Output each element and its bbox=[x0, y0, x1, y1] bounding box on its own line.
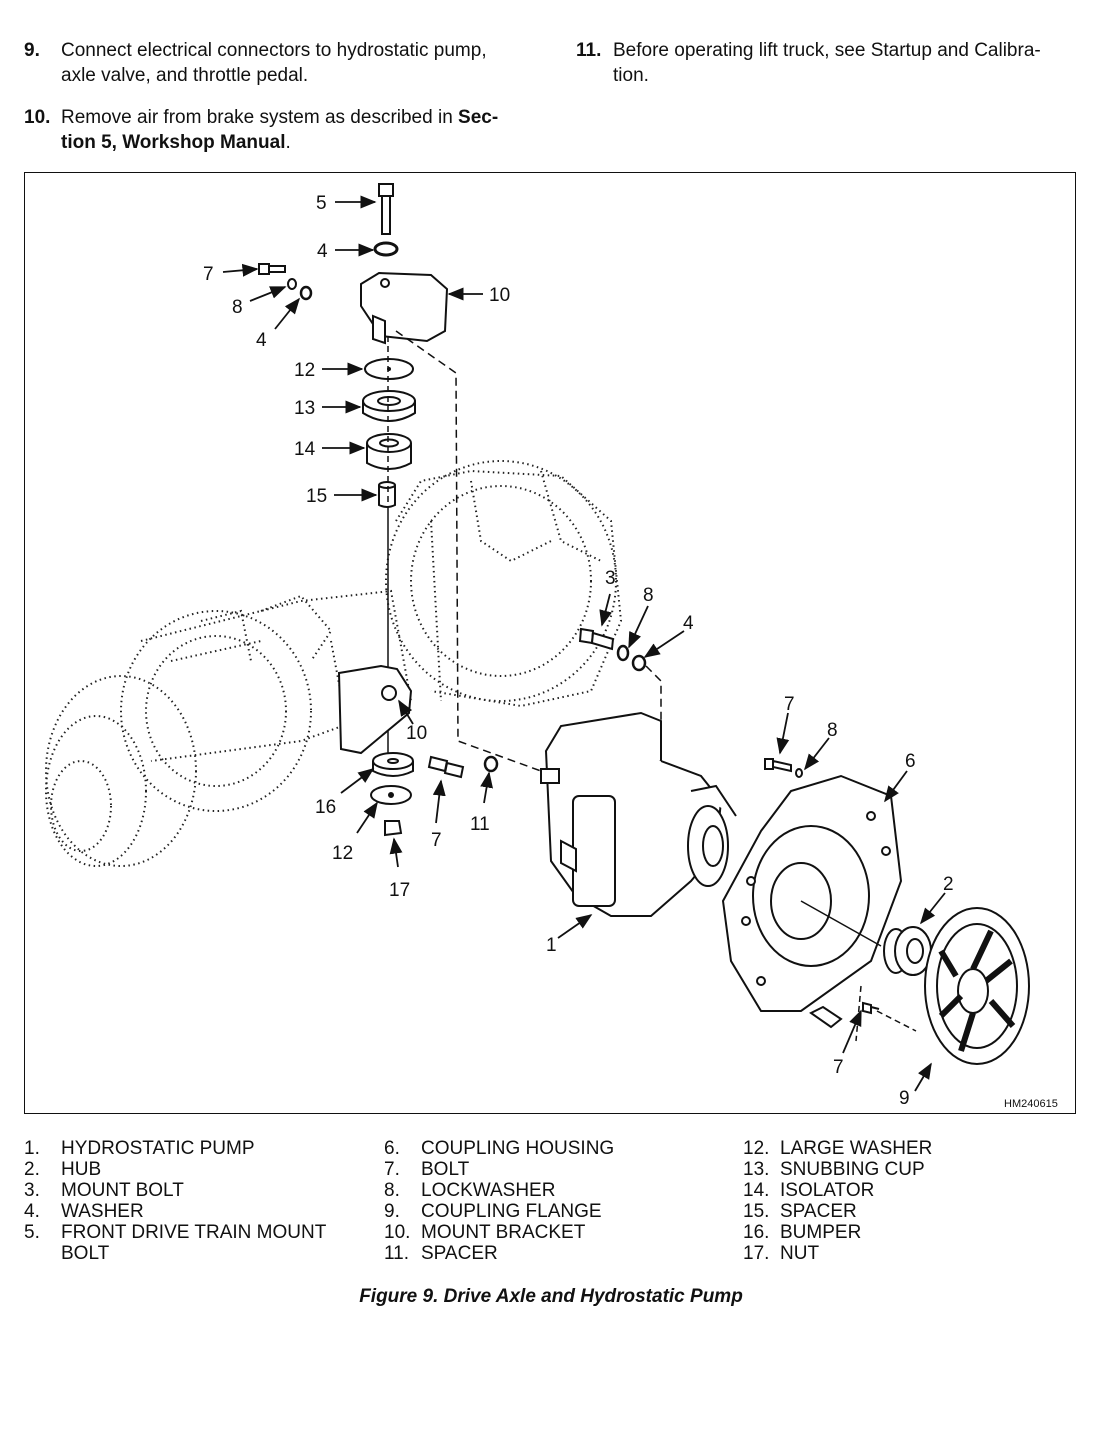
bumper bbox=[372, 752, 414, 777]
legend-item: 15.SPACER bbox=[743, 1201, 857, 1222]
figure-id: HM240615 bbox=[1004, 1098, 1058, 1110]
legend-item: 16.BUMPER bbox=[743, 1222, 862, 1243]
bolt bbox=[809, 1001, 880, 1029]
nut bbox=[384, 820, 403, 837]
leader-arrows bbox=[222, 195, 946, 1092]
step-text: . bbox=[285, 132, 291, 153]
legend-item: 2.HUB bbox=[24, 1159, 102, 1180]
callout-label: 7 bbox=[203, 264, 214, 285]
spacer bbox=[378, 481, 396, 508]
step-9: 9. Connect electrical connectors to hydr… bbox=[24, 38, 544, 90]
large-washer-lower bbox=[370, 785, 412, 805]
legend-item: 13.SNUBBING CUP bbox=[743, 1159, 925, 1180]
callout-label: 1 bbox=[546, 935, 557, 956]
legend-item: 12.LARGE WASHER bbox=[743, 1138, 933, 1159]
spacer-small bbox=[483, 755, 499, 773]
callout-label: 8 bbox=[232, 297, 243, 318]
front-drive-train-mount-bolt bbox=[378, 183, 394, 235]
callout-label: 9 bbox=[899, 1088, 910, 1109]
callout-label: 4 bbox=[256, 330, 267, 351]
legend-item: 1.HYDROSTATIC PUMP bbox=[24, 1138, 255, 1159]
legend-item: 10.MOUNT BRACKET bbox=[384, 1222, 586, 1243]
washer bbox=[631, 654, 647, 672]
coupling-flange bbox=[924, 907, 1030, 1065]
exploded-view-diagram: 5 4 7 8 4 10 12 13 14 15 3 8 4 10 16 12 … bbox=[45, 183, 1058, 1110]
legend-column-1: 1.HYDROSTATIC PUMP 2.HUB 3.MOUNT BOLT 4.… bbox=[24, 1138, 374, 1264]
mount-bracket-lower bbox=[337, 664, 413, 755]
callout-label: 16 bbox=[315, 797, 336, 818]
section-reference: tion 5, Workshop Manual bbox=[61, 132, 286, 153]
mount-bracket-top bbox=[360, 271, 449, 345]
callout-label: 17 bbox=[389, 880, 410, 901]
step-number: 11. bbox=[576, 40, 602, 61]
legend-item: 5.FRONT DRIVE TRAIN MOUNT bbox=[24, 1222, 327, 1243]
callout-label: 7 bbox=[833, 1057, 844, 1078]
callout-label: 15 bbox=[306, 486, 327, 507]
drive-axle-drawing bbox=[45, 460, 623, 867]
hydrostatic-pump bbox=[540, 711, 737, 917]
bolt bbox=[764, 758, 792, 773]
callout-label: 12 bbox=[294, 360, 315, 381]
step-text: Remove air from brake system as describe… bbox=[61, 107, 459, 128]
step-11: 11. Before operating lift truck, see Sta… bbox=[576, 38, 1086, 90]
callout-label: 14 bbox=[294, 439, 316, 460]
step-text: Connect electrical connectors to hydrost… bbox=[61, 40, 487, 61]
washer bbox=[299, 285, 313, 301]
snubbing-cup bbox=[362, 390, 416, 422]
step-text: tion. bbox=[613, 65, 649, 86]
step-10: 10. Remove air from brake system as desc… bbox=[24, 105, 544, 157]
callout-label: 2 bbox=[943, 874, 954, 895]
legend-item: 17.NUT bbox=[743, 1243, 820, 1264]
lockwasher bbox=[287, 278, 297, 290]
callout-label: 11 bbox=[470, 814, 490, 835]
callout-label: 10 bbox=[489, 285, 510, 306]
isolator bbox=[366, 433, 412, 470]
mount-bolt bbox=[578, 627, 615, 651]
washer bbox=[373, 241, 399, 257]
callout-label: 8 bbox=[827, 720, 838, 741]
legend-item: 4.WASHER bbox=[24, 1201, 144, 1222]
bolt bbox=[427, 755, 465, 779]
section-reference: Sec- bbox=[458, 107, 499, 128]
legend-item: 7.BOLT bbox=[384, 1159, 470, 1180]
legend-column-3: 12.LARGE WASHER 13.SNUBBING CUP 14.ISOLA… bbox=[743, 1138, 1083, 1264]
step-text: Before operating lift truck, see Startup… bbox=[613, 40, 1041, 61]
lockwasher bbox=[616, 644, 630, 662]
step-number: 10. bbox=[24, 107, 51, 128]
callout-label: 10 bbox=[406, 723, 427, 744]
legend-item: 9.COUPLING FLANGE bbox=[384, 1201, 602, 1222]
legend-item: 6.COUPLING HOUSING bbox=[384, 1138, 615, 1159]
step-number: 9. bbox=[24, 40, 40, 61]
callout-label: 4 bbox=[683, 613, 694, 634]
callout-label: 13 bbox=[294, 398, 315, 419]
legend-item: 11.SPACER bbox=[384, 1243, 498, 1264]
callout-label: 12 bbox=[332, 843, 353, 864]
figure-frame: 5 4 7 8 4 10 12 13 14 15 3 8 4 10 16 12 … bbox=[24, 172, 1076, 1114]
callout-label: 6 bbox=[905, 751, 916, 772]
callout-label: 3 bbox=[605, 568, 616, 589]
legend-item-continuation: BOLT bbox=[61, 1243, 110, 1264]
hub bbox=[883, 926, 932, 976]
coupling-housing bbox=[721, 774, 903, 1012]
callout-label: 5 bbox=[316, 193, 327, 214]
figure-caption: Figure 9. Drive Axle and Hydrostatic Pum… bbox=[359, 1286, 743, 1307]
callout-label: 7 bbox=[431, 830, 442, 851]
legend-item: 8.LOCKWASHER bbox=[384, 1180, 556, 1201]
legend-column-2: 6.COUPLING HOUSING 7.BOLT 8.LOCKWASHER 9… bbox=[384, 1138, 724, 1264]
callout-label: 4 bbox=[317, 241, 328, 262]
step-text: axle valve, and throttle pedal. bbox=[61, 65, 309, 86]
legend-item: 3.MOUNT BOLT bbox=[24, 1180, 184, 1201]
callout-label: 7 bbox=[784, 694, 795, 715]
legend-item: 14.ISOLATOR bbox=[743, 1180, 875, 1201]
lockwasher bbox=[795, 768, 803, 778]
bolt-small bbox=[258, 263, 286, 275]
callout-label: 8 bbox=[643, 585, 654, 606]
